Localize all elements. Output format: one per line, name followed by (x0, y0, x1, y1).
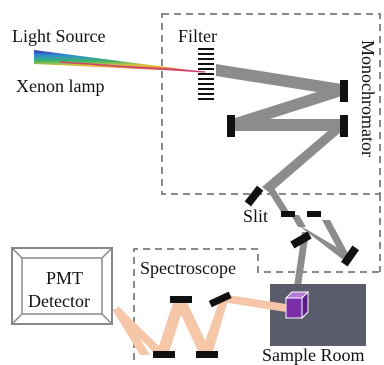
spectroscope-mirrors (153, 291, 232, 358)
mirror-s1 (290, 231, 312, 249)
spectroscope-label: Spectroscope (140, 258, 236, 278)
slit-icon (281, 211, 321, 217)
sample-room (270, 284, 366, 346)
pmt-detector (11, 247, 113, 325)
sample-room-label: Sample Room (262, 345, 365, 365)
mirror-sp2 (208, 291, 232, 308)
pmt-label: PMT (46, 268, 83, 288)
mirror-m4 (244, 185, 264, 207)
light-source-beam (34, 50, 205, 72)
filter-label: Filter (178, 26, 217, 46)
light-source-pointer (59, 61, 206, 73)
mirror-sp3 (153, 351, 175, 358)
mirror-m3 (340, 115, 348, 137)
monochromator-label: Monochromator (358, 40, 378, 157)
mirror-s2 (340, 245, 360, 267)
mirror-sp1 (170, 296, 192, 303)
slit-mirrors (290, 231, 360, 267)
spectroscope-beam (115, 294, 286, 355)
mirror-m1 (340, 80, 348, 102)
filter-icon (198, 48, 214, 100)
monochromator-mirrors (227, 80, 348, 207)
detector-label: Detector (28, 291, 90, 311)
light-source-label: Light Source (12, 26, 105, 46)
sample-cube-icon (284, 290, 310, 320)
monochromator-beam (216, 64, 350, 293)
slit-label: Slit (243, 206, 268, 226)
pmt-pointer (112, 309, 150, 355)
xenon-lamp-label: Xenon lamp (16, 76, 104, 96)
mirror-m2 (227, 115, 235, 137)
mirror-sp4 (196, 351, 218, 358)
